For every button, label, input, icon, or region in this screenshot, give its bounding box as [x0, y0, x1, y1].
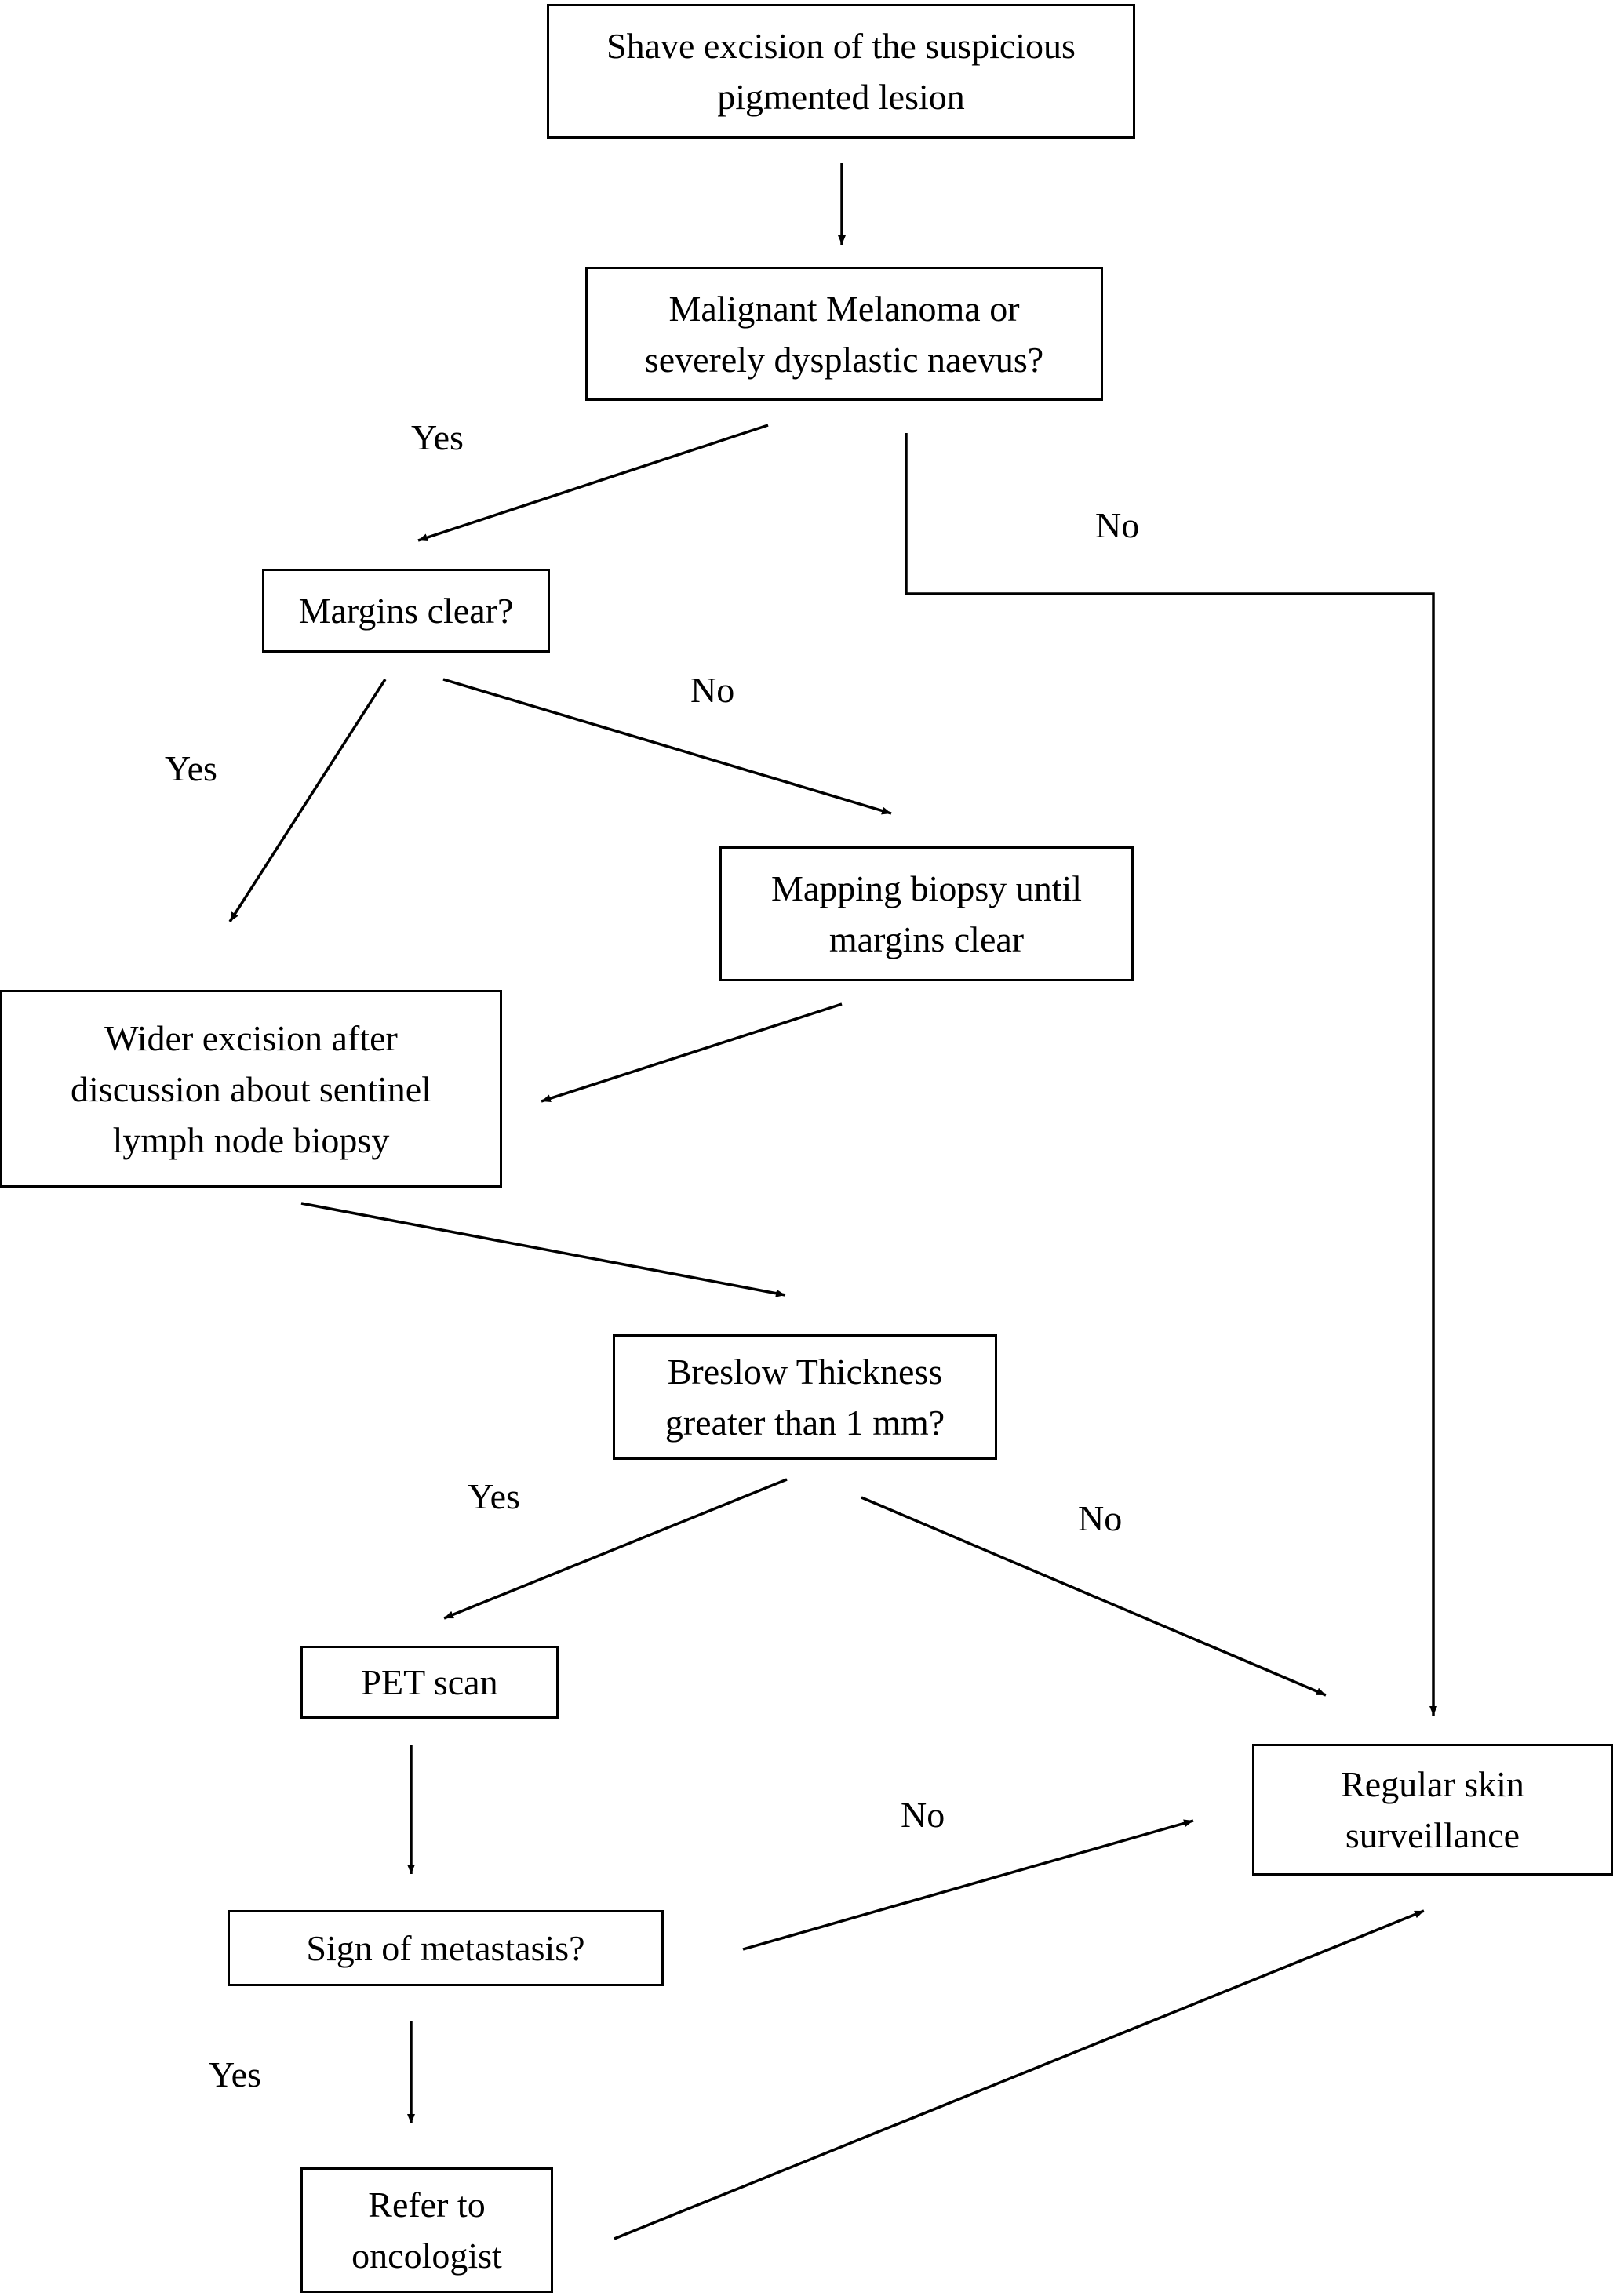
label-breslow-yes: Yes [468, 1476, 520, 1516]
node-pet-scan-label: PET scan [361, 1662, 498, 1702]
node-oncologist: Refer to oncologist [300, 2167, 553, 2293]
node-pet-scan: PET scan [300, 1646, 559, 1719]
node-breslow-label: Breslow Thickness greater than 1 mm? [664, 1352, 945, 1443]
label-melanoma-yes: Yes [411, 417, 464, 457]
label-metastasis-yes: Yes [209, 2054, 261, 2094]
arrow-melanoma-to-margins [417, 424, 769, 542]
label-margins-yes: Yes [165, 748, 217, 788]
node-metastasis: Sign of metastasis? [228, 1910, 664, 1986]
arrow-margins-to-mapping [442, 678, 892, 815]
node-melanoma-question: Malignant Melanoma or severely dysplasti… [585, 267, 1103, 401]
node-shave-excision-label: Shave excision of the suspicious pigment… [606, 26, 1076, 117]
label-margins-no: No [690, 670, 735, 710]
node-mapping-biopsy: Mapping biopsy until margins clear [719, 846, 1134, 981]
label-metastasis-no: No [901, 1795, 945, 1835]
node-melanoma-question-label: Malignant Melanoma or severely dysplasti… [644, 288, 1044, 380]
arrow-melanoma-to-surveillance [905, 433, 1437, 1716]
node-shave-excision: Shave excision of the suspicious pigment… [547, 4, 1135, 139]
arrow-oncologist-to-surveillance [614, 1909, 1425, 2240]
node-surveillance-label: Regular skin surveillance [1341, 1764, 1524, 1855]
arrow-metastasis-to-surveillance [742, 1819, 1194, 1951]
arrow-wider-to-breslow [300, 1202, 786, 1297]
node-surveillance: Regular skin surveillance [1252, 1744, 1613, 1876]
node-oncologist-label: Refer to oncologist [351, 2185, 502, 2276]
node-wider-excision-label: Wider excision after discussion about se… [71, 1017, 431, 1160]
node-margins-clear: Margins clear? [262, 569, 550, 653]
label-breslow-no: No [1078, 1498, 1123, 1538]
arrow-mapping-to-wider [541, 1002, 843, 1103]
node-breslow: Breslow Thickness greater than 1 mm? [613, 1334, 997, 1460]
arrow-breslow-to-surveillance [861, 1496, 1327, 1697]
arrow-breslow-to-pet [443, 1478, 788, 1620]
label-melanoma-no: No [1095, 505, 1140, 545]
node-metastasis-label: Sign of metastasis? [306, 1928, 585, 1968]
node-wider-excision: Wider excision after discussion about se… [0, 990, 502, 1188]
arrow-margins-to-wider [228, 679, 387, 922]
node-mapping-biopsy-label: Mapping biopsy until margins clear [770, 868, 1083, 959]
node-margins-clear-label: Margins clear? [298, 591, 514, 631]
